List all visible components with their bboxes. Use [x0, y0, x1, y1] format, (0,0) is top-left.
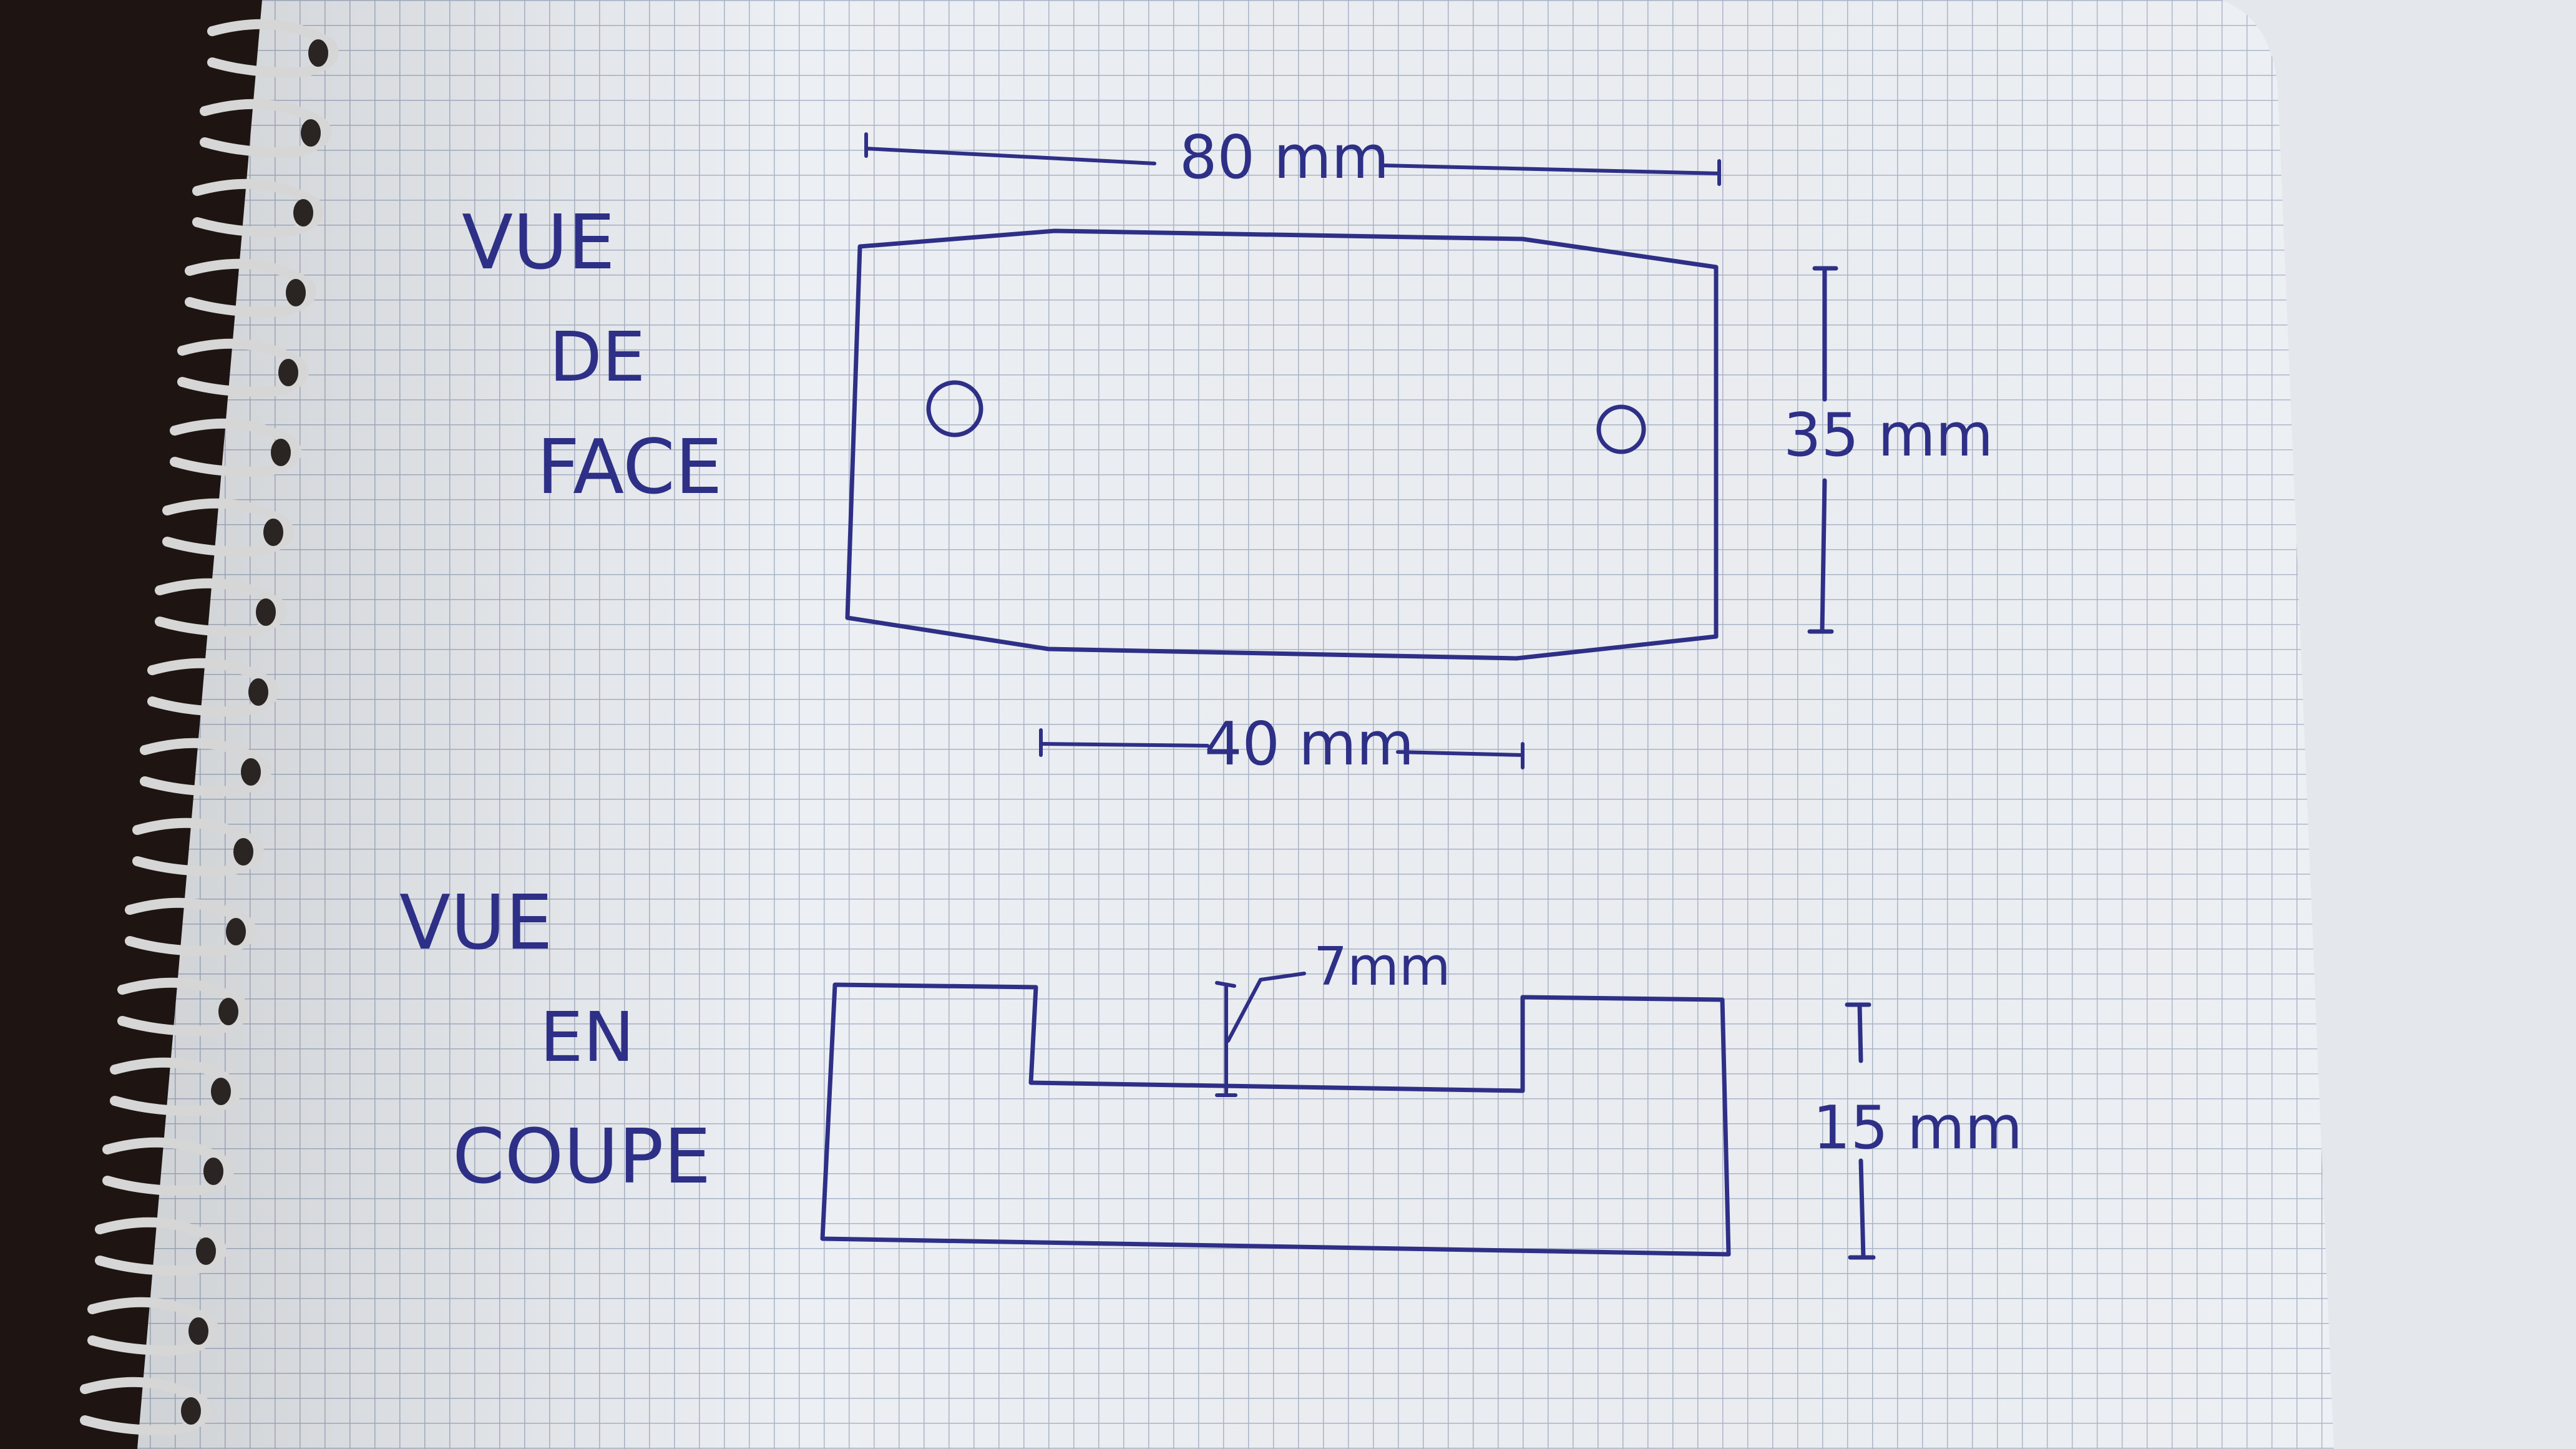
spiral-hole	[211, 1078, 231, 1105]
section-view-outline	[820, 982, 1731, 1257]
spiral-hole	[308, 39, 328, 67]
front-view-title-line-1: VUE	[462, 200, 615, 286]
height-dimension-label: 35 mm	[1783, 401, 1993, 470]
section-height-dimension-line	[1845, 1002, 1876, 1260]
notebook-page	[137, 0, 2334, 1449]
spiral-ring	[80, 1377, 212, 1435]
spiral-ring	[147, 658, 279, 716]
left-hole	[926, 380, 983, 437]
spiral-hole	[196, 1237, 216, 1265]
bottom-dimension-label: 40 mm	[1204, 710, 1414, 779]
spiral-hole	[286, 279, 306, 306]
spiral-ring	[132, 817, 264, 876]
spiral-ring	[87, 1297, 219, 1355]
spiral-hole	[218, 998, 238, 1025]
spiral-hole	[203, 1158, 223, 1185]
front-view-title-line-2: DE	[549, 317, 645, 397]
spiral-ring	[207, 19, 339, 77]
spiral-ring	[140, 738, 271, 796]
width-dimension-line	[864, 132, 1721, 186]
section-view-title-line-3: COUPE	[452, 1114, 711, 1201]
spiral-hole	[188, 1317, 208, 1345]
spiral-hole	[301, 119, 321, 147]
spiral-hole	[226, 918, 246, 945]
front-view-title-line-3: FACE	[537, 424, 723, 511]
spiral-ring	[155, 578, 286, 637]
spiral-ring	[200, 99, 331, 157]
section-height-dimension-label: 15 mm	[1813, 1094, 2022, 1163]
spiral-hole	[278, 359, 298, 386]
spiral-ring	[110, 1057, 242, 1116]
front-view: VUE DE FACE 80 mm 35 mm	[462, 124, 1993, 779]
spiral-ring	[125, 897, 256, 956]
spiral-binding	[80, 19, 339, 1435]
spiral-ring	[177, 338, 309, 397]
spiral-hole	[248, 678, 268, 706]
spiral-ring	[95, 1217, 227, 1276]
spiral-ring	[162, 498, 294, 557]
section-view-title-line-2: EN	[540, 997, 635, 1077]
spiral-hole	[271, 439, 291, 466]
spiral-ring	[192, 178, 324, 237]
spiral-ring	[170, 418, 301, 477]
right-hole	[1596, 404, 1646, 454]
spiral-ring	[185, 258, 316, 317]
spiral-hole	[233, 838, 253, 866]
section-view: VUE EN COUPE 7mm 15 mm	[399, 880, 2022, 1260]
depth-dimension-label: 7mm	[1314, 936, 1451, 998]
spiral-ring	[117, 977, 249, 1036]
bottom-dimension-line	[1039, 728, 1525, 769]
spiral-hole	[256, 598, 276, 626]
front-view-outline	[845, 228, 1719, 661]
spiral-hole	[181, 1397, 201, 1425]
spiral-hole	[263, 519, 283, 546]
height-dimension-line	[1807, 266, 1838, 634]
spiral-ring	[102, 1137, 234, 1196]
spiral-hole	[293, 199, 313, 227]
spiral-hole	[241, 758, 261, 786]
width-dimension-label: 80 mm	[1179, 124, 1389, 192]
depth-dimension-line	[1215, 972, 1306, 1097]
section-view-title-line-1: VUE	[399, 880, 553, 967]
